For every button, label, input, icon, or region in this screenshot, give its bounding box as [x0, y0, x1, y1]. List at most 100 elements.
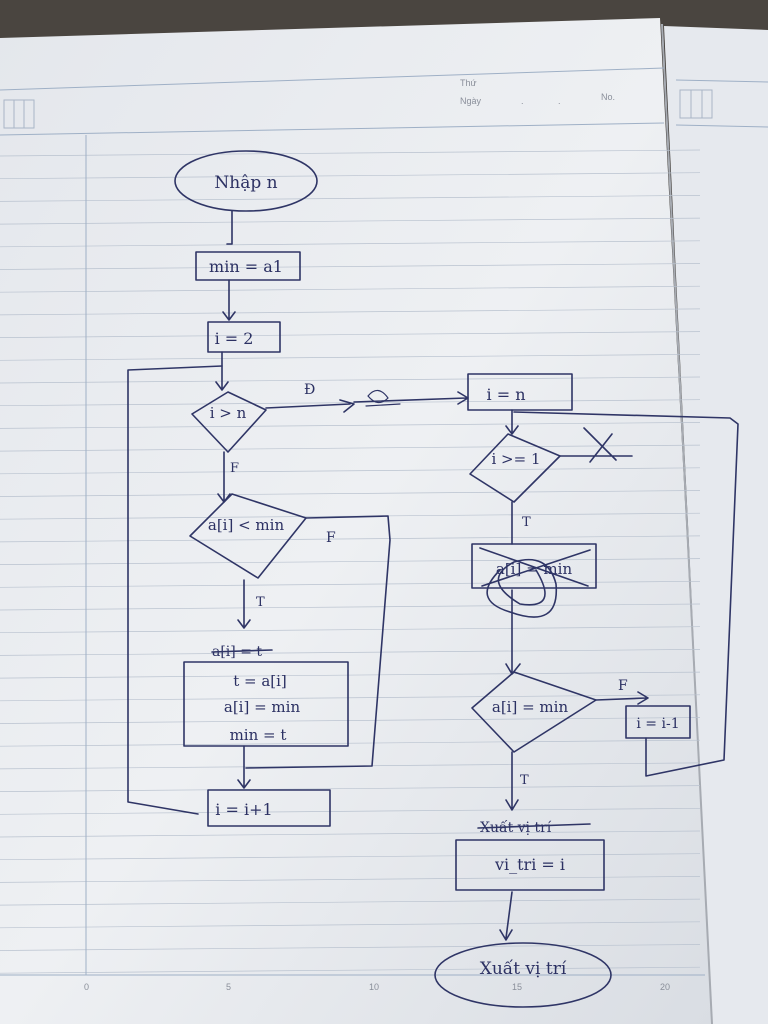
ruled-line [0, 422, 701, 429]
cond-compare-diamond [189, 493, 307, 579]
init-i-box [207, 321, 281, 353]
end-label: Xuất vị trí [480, 959, 567, 979]
swap-crossed-text: a[i] = t [212, 644, 262, 660]
header-band: Thứ Ngày . . No. [0, 67, 768, 136]
ruled-lines [0, 149, 701, 974]
header-grid-icon [3, 99, 35, 129]
header-dot: . [558, 96, 561, 106]
cond-equal-false-label: F [618, 678, 628, 694]
ruled-line [0, 944, 701, 951]
ruled-line [0, 717, 701, 724]
ruled-line [0, 308, 701, 316]
ruled-line [0, 921, 701, 929]
ruled-line [0, 649, 701, 656]
cond-compare-false-label: F [326, 530, 336, 546]
increment-box [207, 789, 331, 827]
ruled-line [0, 149, 701, 157]
ruled-line [0, 490, 701, 497]
cond-loop-diamond [191, 391, 267, 453]
notebook-next-page [664, 26, 768, 1024]
header-dot: . [521, 96, 524, 106]
crossed-output-text: Xuất vị trí [480, 819, 552, 836]
cond-compare-true-label: T [256, 595, 265, 610]
cond-equal-label: a[i] = min [492, 698, 569, 716]
increment-label: i = i+1 [215, 800, 272, 819]
header-grid-icon-right [679, 89, 713, 119]
flowchart: Nhập n min = a1 i = 2 i > n Đ F a[i] < m… [127, 150, 739, 1008]
ruler-number: 10 [369, 982, 379, 992]
ruled-line [0, 603, 701, 611]
crossed-false-branch [559, 427, 633, 463]
ruled-line [0, 535, 701, 543]
ruled-line [0, 739, 701, 747]
flow-arrow [499, 891, 513, 941]
ruled-line [0, 376, 701, 384]
ruled-line [0, 331, 701, 338]
ruler-number: 20 [660, 982, 670, 992]
ruled-line [0, 172, 701, 180]
flow-arrow [222, 279, 236, 321]
scribble [486, 558, 558, 618]
cond-equal-diamond [471, 671, 597, 753]
assign-pos-label: vi_tri = i [494, 855, 565, 874]
loop-back-right [513, 411, 739, 777]
ruled-line [0, 671, 701, 679]
cond-loop-true-label: Đ [304, 382, 315, 398]
swap-box [183, 661, 349, 747]
ruled-line [0, 558, 701, 565]
loop-back-line [127, 365, 223, 815]
assign-pos-box [455, 839, 605, 891]
ruler-number: 5 [226, 982, 231, 992]
header-ngay-label: Ngày [460, 96, 482, 106]
ruled-line [0, 285, 701, 293]
ruler-number: 0 [84, 982, 89, 992]
init-min-label: min = a1 [209, 257, 283, 276]
strike-x [479, 547, 591, 587]
ruled-line [0, 217, 701, 225]
ruled-line [0, 580, 701, 588]
init-i-n-box [467, 373, 573, 411]
swap-line-2: a[i] = min [224, 698, 301, 716]
flow-arrow-false-compare [245, 515, 391, 769]
cond-backward-true-label: T [522, 515, 531, 530]
end-terminal [434, 942, 612, 1008]
strike-line [477, 823, 591, 829]
ruled-line [0, 240, 701, 248]
flow-arrow [226, 210, 233, 245]
init-i-n-label: i = n [487, 385, 526, 404]
start-terminal [174, 150, 318, 212]
strike-line [211, 649, 273, 653]
flow-arrow [505, 409, 519, 435]
notebook-page [0, 18, 712, 1024]
swap-line-1: t = a[i] [233, 672, 287, 690]
ruled-line [0, 898, 701, 906]
flow-arrow-true-equal [505, 751, 519, 811]
ruled-line [0, 876, 701, 883]
ruled-line [0, 626, 701, 634]
ruled-line [0, 785, 701, 792]
decrement-box [625, 705, 691, 739]
decrement-label: i = i-1 [636, 716, 679, 732]
ruled-line [0, 353, 701, 361]
cond-loop-false-label: F [230, 461, 239, 476]
flow-arrow [237, 745, 251, 789]
crossed-box [471, 543, 597, 589]
init-min-box [195, 251, 301, 281]
ruled-line [0, 444, 701, 452]
cond-equal-true-label: T [520, 773, 529, 788]
header-thu-label: Thứ [460, 78, 477, 88]
ruled-line [0, 966, 701, 974]
cond-loop-label: i > n [210, 404, 247, 422]
ruled-line [0, 467, 701, 475]
header-no-label: No. [601, 92, 615, 102]
ruled-line [0, 853, 701, 861]
ruler-numbers: 0 5 10 15 20 [84, 982, 670, 992]
cond-compare-label: a[i] < min [208, 516, 285, 534]
flow-arrow-true-compare [237, 579, 251, 629]
scribble [365, 389, 401, 407]
ruler-number: 15 [512, 982, 522, 992]
flow-arrow-true [265, 391, 469, 413]
cond-backward-label: i >= 1 [491, 450, 540, 468]
swap-line-3: min = t [230, 726, 287, 744]
